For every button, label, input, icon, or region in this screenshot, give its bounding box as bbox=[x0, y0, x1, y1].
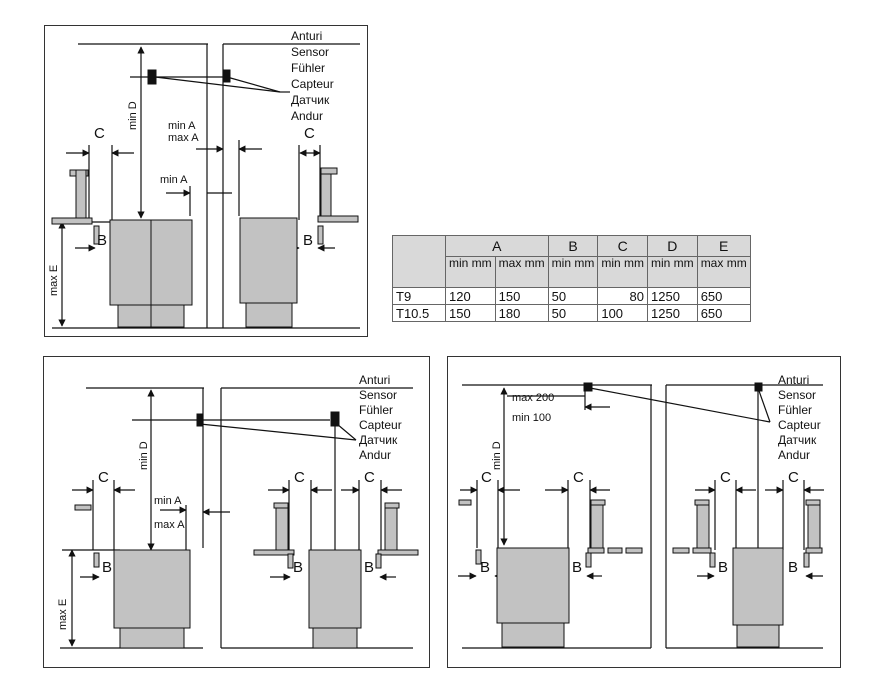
svg-text:Capteur: Capteur bbox=[778, 418, 821, 432]
clearance-table: A B C D E min mm max mm min mm min mm mi… bbox=[392, 235, 751, 322]
max-a-label: max A bbox=[168, 132, 199, 144]
table-cell: 650 bbox=[696, 304, 751, 322]
svg-text:Sensor: Sensor bbox=[778, 388, 816, 402]
table-row: T10.5 150 180 50 100 1250 650 bbox=[392, 304, 751, 322]
table-cell: 50 bbox=[547, 287, 599, 305]
svg-text:Anturi: Anturi bbox=[359, 373, 390, 387]
svg-text:Датчик: Датчик bbox=[778, 433, 817, 447]
table-cell: 1250 bbox=[647, 304, 698, 322]
column-header-a: A bbox=[445, 235, 549, 257]
sensor-labels-panel3: Anturi Sensor Fühler Capteur Датчик Andu… bbox=[778, 373, 821, 462]
panel1-graphics bbox=[52, 43, 360, 329]
svg-text:Anturi: Anturi bbox=[778, 373, 809, 387]
column-header-e: E bbox=[696, 235, 751, 257]
table-cell: 1250 bbox=[647, 287, 698, 305]
min-a-label: min A bbox=[168, 120, 196, 132]
c-label: C bbox=[304, 125, 315, 142]
b-label: B bbox=[293, 559, 303, 576]
b-label: B bbox=[788, 559, 798, 576]
subheader: min mm bbox=[597, 256, 649, 288]
subheader: min mm bbox=[445, 256, 496, 288]
table-cell: 180 bbox=[494, 304, 549, 322]
b-label: B bbox=[364, 559, 374, 576]
subheader: max mm bbox=[494, 256, 549, 288]
min-d-label: min D bbox=[138, 441, 150, 470]
column-header-c: C bbox=[597, 235, 649, 257]
diagram-panel-corner-left bbox=[43, 356, 430, 668]
min-a-label: min A bbox=[160, 174, 188, 186]
c-label: C bbox=[294, 469, 305, 486]
max-200-label: max 200 bbox=[512, 392, 554, 404]
b-label: B bbox=[102, 559, 112, 576]
min-100-label: min 100 bbox=[512, 412, 551, 424]
subheader: min mm bbox=[547, 256, 599, 288]
table-cell: 150 bbox=[445, 304, 496, 322]
svg-text:Andur: Andur bbox=[291, 109, 323, 123]
max-e-label: max E bbox=[48, 265, 60, 296]
panel3-heaters bbox=[458, 382, 823, 648]
svg-text:Andur: Andur bbox=[359, 448, 391, 462]
sensor-labels-panel2: Anturi Sensor Fühler Capteur Датчик Andu… bbox=[359, 373, 402, 462]
svg-text:Fühler: Fühler bbox=[291, 61, 325, 75]
c-label: C bbox=[573, 469, 584, 486]
min-d-label: min D bbox=[491, 441, 503, 470]
model-cell: T10.5 bbox=[392, 304, 446, 322]
svg-text:Fühler: Fühler bbox=[778, 403, 812, 417]
svg-text:Capteur: Capteur bbox=[291, 77, 334, 91]
svg-text:Sensor: Sensor bbox=[359, 388, 397, 402]
column-header-b: B bbox=[547, 235, 599, 257]
table-cell: 100 bbox=[597, 304, 649, 322]
sensor-labels-panel1: Anturi Sensor Fühler Capteur Датчик Andu… bbox=[291, 29, 334, 123]
b-label: B bbox=[572, 559, 582, 576]
table-cell: 120 bbox=[445, 287, 496, 305]
svg-text:Andur: Andur bbox=[778, 448, 810, 462]
table-cell: 80 bbox=[597, 287, 649, 305]
panel1-heaters bbox=[51, 69, 359, 328]
svg-text:Sensor: Sensor bbox=[291, 45, 329, 59]
c-label: C bbox=[481, 469, 492, 486]
subheader: min mm bbox=[647, 256, 698, 288]
panel2-heaters bbox=[74, 411, 419, 649]
table-row: T9 120 150 50 80 1250 650 bbox=[392, 287, 751, 305]
svg-text:Датчик: Датчик bbox=[359, 433, 398, 447]
min-a-label: min A bbox=[154, 495, 182, 507]
b-label: B bbox=[480, 559, 490, 576]
c-label: C bbox=[788, 469, 799, 486]
svg-text:Capteur: Capteur bbox=[359, 418, 402, 432]
model-cell: T9 bbox=[392, 287, 446, 305]
column-header-d: D bbox=[647, 235, 698, 257]
max-a-label: max A bbox=[154, 519, 185, 531]
c-label: C bbox=[98, 469, 109, 486]
svg-text:Датчик: Датчик bbox=[291, 93, 330, 107]
table-cell: 650 bbox=[696, 287, 751, 305]
table-cell: 150 bbox=[494, 287, 549, 305]
b-label: B bbox=[718, 559, 728, 576]
svg-text:Anturi: Anturi bbox=[291, 29, 322, 43]
b-label: B bbox=[303, 232, 313, 249]
min-d-label: min D bbox=[127, 101, 139, 130]
svg-text:Fühler: Fühler bbox=[359, 403, 393, 417]
c-label: C bbox=[720, 469, 731, 486]
max-e-label: max E bbox=[57, 599, 69, 630]
c-label: C bbox=[364, 469, 375, 486]
subheader: max mm bbox=[696, 256, 751, 288]
table-corner bbox=[392, 235, 446, 288]
b-label: B bbox=[97, 232, 107, 249]
table-cell: 50 bbox=[547, 304, 599, 322]
c-label: C bbox=[94, 125, 105, 142]
